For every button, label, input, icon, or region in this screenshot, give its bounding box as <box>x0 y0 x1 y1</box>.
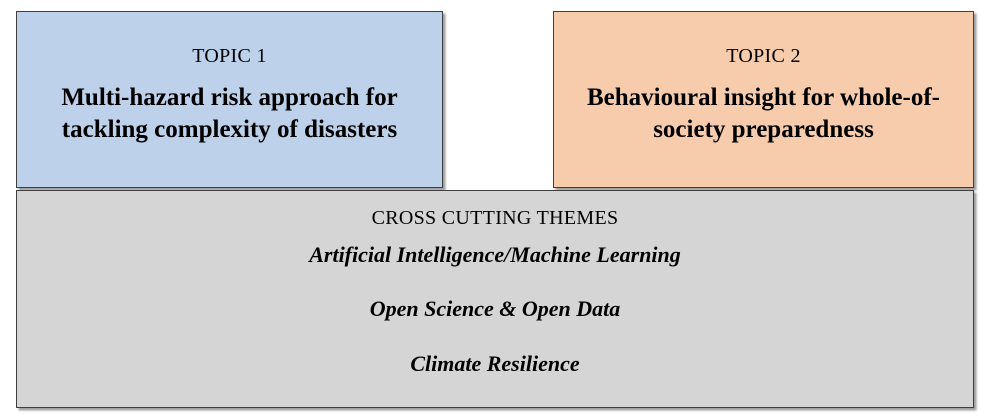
topic-2-label: TOPIC 2 <box>726 45 801 67</box>
cross-cutting-themes-heading: CROSS CUTTING THEMES <box>371 207 619 229</box>
topic-1-label: TOPIC 1 <box>192 45 267 67</box>
topic-1-box: TOPIC 1 Multi-hazard risk approach for t… <box>16 11 443 188</box>
topic-2-box: TOPIC 2 Behavioural insight for whole-of… <box>553 11 974 188</box>
cross-cutting-theme-item: Climate Resilience <box>410 350 580 376</box>
cross-cutting-themes-box: CROSS CUTTING THEMES Artificial Intellig… <box>16 190 974 408</box>
cross-cutting-themes-list: Artificial Intelligence/Machine Learning… <box>17 242 973 377</box>
cross-cutting-theme-item: Open Science & Open Data <box>369 296 621 322</box>
topic-1-title: Multi-hazard risk approach for tackling … <box>61 84 398 143</box>
cross-cutting-theme-item: Artificial Intelligence/Machine Learning <box>309 242 681 267</box>
topic-2-title: Behavioural insight for whole-of-society… <box>586 84 940 143</box>
